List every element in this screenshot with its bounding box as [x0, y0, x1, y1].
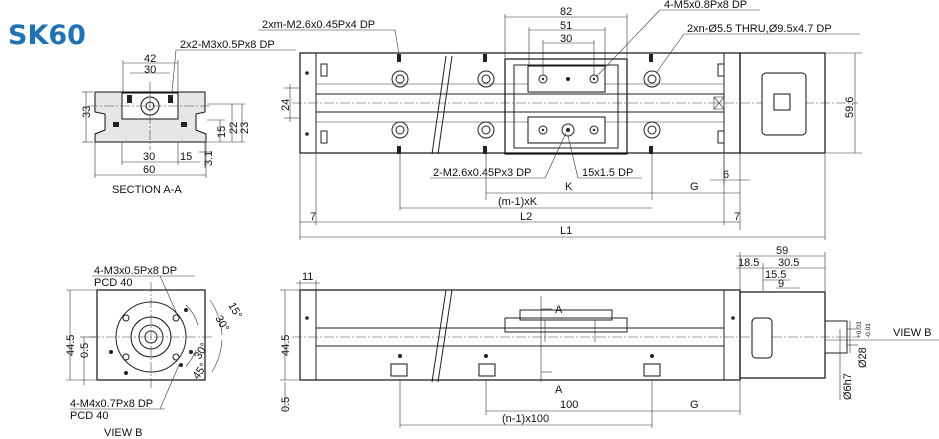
view-b-label: VIEW B: [104, 427, 143, 439]
dim-n-1-100: (n-1)x100: [502, 413, 549, 425]
callout-4-m5: 4-M5x0.8Px8 DP: [664, 0, 747, 11]
dim-7-left: 7: [310, 211, 316, 223]
dim-6: 6: [723, 169, 729, 181]
view-b-arrow-label: VIEW B: [893, 327, 932, 339]
dim-15-5: 15.5: [765, 269, 786, 281]
dim-15-bottom: 15: [180, 151, 192, 163]
dim-100: 100: [560, 399, 578, 411]
dim-30-bottom: 30: [143, 151, 155, 163]
dim-18-5: 18.5: [738, 257, 759, 269]
dim-L1: L1: [560, 225, 572, 237]
pcd-top: PCD 40: [94, 277, 133, 289]
callout-2-m26-bottom: 2-M2.6x0.45Px3 DP: [433, 167, 531, 179]
top-view: 2xm-M2.6x0.45Px4 DP 4-M5x0.8Px8 DP 2xn-Ø…: [258, 0, 862, 240]
callout-2xn-thru: 2xn-Ø5.5 THRU,Ø9.5x4.7 DP: [687, 23, 832, 35]
dim-59: 59: [776, 245, 788, 257]
dim-44-5-side: 44.5: [280, 335, 292, 356]
dim-33: 33: [81, 106, 93, 118]
callout-15x1-5: 15x1.5 DP: [582, 167, 633, 179]
dim-0-5-left: 0.5: [79, 343, 91, 358]
side-view: A A 11 44.5 0.5 100 G (n-1)x100: [280, 271, 858, 428]
dim-dia-28: Ø28: [857, 347, 869, 368]
dim-dia-6h7: Ø6h7: [842, 373, 854, 400]
dim-30-5: 30.5: [778, 257, 799, 269]
dim-G-side: G: [690, 399, 699, 411]
callout-2x2-m3: 2x2-M3x0.5Px8 DP: [180, 39, 275, 51]
dim-44-5-left: 44.5: [65, 335, 77, 356]
dim-tol-up: +0.03: [856, 321, 863, 338]
dim-m-1-K: (m-1)xK: [498, 196, 538, 208]
section-cut-a-top: A: [555, 304, 563, 316]
dim-G-top: G: [690, 181, 699, 193]
section-a-a-view: 42 30 2x2-M3x0.5Px8 DP 33 15 22 23: [81, 39, 296, 196]
dim-K: K: [565, 181, 573, 193]
dim-tol-lo: -0.01: [865, 323, 872, 338]
dim-30-top: 30: [144, 64, 156, 76]
dim-42: 42: [144, 53, 156, 65]
dim-59-6: 59.6: [844, 97, 856, 118]
dim-0-5-side: 0.5: [280, 397, 292, 412]
callout-2xm-m26: 2xm-M2.6x0.45Px4 DP: [262, 19, 375, 31]
side-body: [299, 289, 741, 381]
callout-4-m3: 4-M3x0.5Px8 DP: [94, 265, 177, 277]
dim-30-top-view: 30: [560, 33, 572, 45]
dim-L2: L2: [520, 211, 532, 223]
dim-82: 82: [560, 6, 572, 18]
dim-11: 11: [302, 271, 313, 283]
motor-block: [739, 52, 826, 154]
angle-15: 15°: [225, 301, 244, 321]
dim-15-vert: 15: [216, 126, 228, 138]
dim-7-right: 7: [734, 211, 740, 223]
motor-dims: 59 18.5 30.5 15.5 9 VIEW B Ø28 +0.03 -0.…: [736, 245, 939, 400]
angle-30-bottom: 30°: [192, 341, 211, 361]
view-b-holes: [109, 308, 193, 375]
carriage-top: [504, 58, 628, 155]
carriage-holes: [538, 74, 599, 137]
dim-3-1: 3.1: [203, 151, 215, 166]
section-label: SECTION A-A: [112, 184, 182, 196]
section-cut-a-bottom: A: [555, 384, 563, 396]
dim-23: 23: [239, 122, 251, 134]
title: SK60: [8, 20, 86, 51]
rail-thru-holes: [391, 70, 661, 139]
view-b-end-view: 15° 30° 30° 45° 4-M3x0.5Px8 DP PCD 40 4-…: [65, 265, 244, 439]
dim-24: 24: [280, 99, 292, 111]
callout-4-m4: 4-M4x0.7Px8 DP: [70, 398, 153, 410]
angle-45: 45°: [191, 361, 210, 382]
dim-60: 60: [143, 164, 155, 176]
dim-51: 51: [560, 20, 572, 32]
dim-22: 22: [228, 122, 240, 134]
pcd-bottom: PCD 40: [70, 410, 109, 422]
angle-30-top: 30°: [212, 314, 231, 334]
dim-9: 9: [778, 278, 784, 290]
